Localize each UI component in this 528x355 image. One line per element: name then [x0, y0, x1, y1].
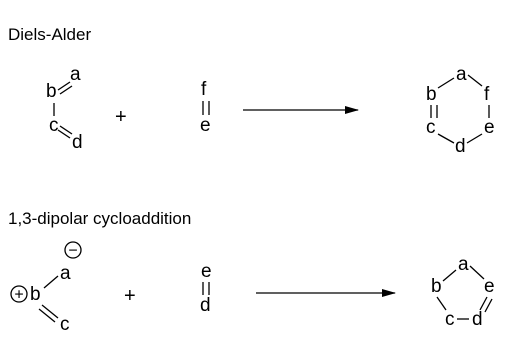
- plus-sign-1: +: [115, 106, 127, 128]
- dipole-atom-a: a: [60, 263, 71, 284]
- diene-double-bond-ba-2: [59, 85, 73, 95]
- product-bond-af: [467, 74, 483, 87]
- diene-atom-c: c: [49, 115, 59, 136]
- positive-charge-sign: +: [14, 287, 23, 304]
- product-bond-ba: [437, 77, 455, 89]
- ring-atom-c: c: [445, 309, 455, 330]
- product-bond-cd: [437, 133, 455, 144]
- ring-bond-ba: [442, 269, 457, 282]
- ring-bond-bc: [436, 296, 447, 311]
- negative-charge-circle: [64, 241, 82, 259]
- product-atom-d: d: [455, 136, 466, 157]
- diels-alder-title: Diels-Alder: [8, 25, 92, 44]
- product-atom-b: b: [426, 84, 437, 105]
- ring-atom-a: a: [458, 254, 469, 275]
- ring-double-bond-de-2: [484, 298, 493, 313]
- dipolarophile-atom-d: d: [200, 295, 211, 316]
- diene-double-bond-cd-2: [57, 129, 71, 139]
- positive-charge-circle: [10, 285, 28, 303]
- cyclohexene-product: a b f c e d: [426, 64, 495, 157]
- dienophile-atom-e: e: [200, 115, 211, 136]
- plus-sign-2: +: [124, 285, 136, 307]
- product-atom-e: e: [484, 117, 495, 138]
- dipolarophile: e d: [200, 261, 212, 316]
- dipole-double-bond-bc-2: [38, 308, 56, 323]
- dipole-double-bond-bc-1: [41, 304, 59, 319]
- negative-charge-sign: −: [68, 243, 77, 260]
- dienophile-atom-f: f: [201, 79, 207, 100]
- ring-atom-e: e: [484, 276, 495, 297]
- dipolarophile-atom-e: e: [201, 261, 212, 282]
- diene-atom-a: a: [70, 64, 81, 85]
- ring-atom-d: d: [472, 309, 483, 330]
- product-atom-a: a: [456, 64, 467, 85]
- diene-double-bond-cd-1: [59, 125, 73, 135]
- dipole-bond-ba: [43, 275, 59, 289]
- ring-atom-b: b: [431, 276, 442, 297]
- diene-atom-b: b: [46, 81, 57, 102]
- dienophile: f e: [200, 79, 211, 136]
- ring-double-bond-de-1: [479, 296, 488, 311]
- product-atom-f: f: [484, 84, 490, 105]
- dipole: − a + b c: [10, 241, 82, 335]
- diene-double-bond-ba-1: [57, 81, 71, 91]
- product-bond-de: [466, 133, 483, 144]
- ring-bond-ae: [469, 265, 485, 280]
- diene-atom-d: d: [72, 132, 83, 153]
- dipolar-cycloaddition-title: 1,3-dipolar cycloaddition: [8, 209, 192, 228]
- five-membered-ring-product: a b e c d: [431, 254, 495, 330]
- dipole-atom-b: b: [30, 284, 41, 305]
- dipole-atom-c: c: [60, 314, 70, 335]
- product-atom-c: c: [426, 117, 436, 138]
- diene: b a c d: [46, 64, 83, 153]
